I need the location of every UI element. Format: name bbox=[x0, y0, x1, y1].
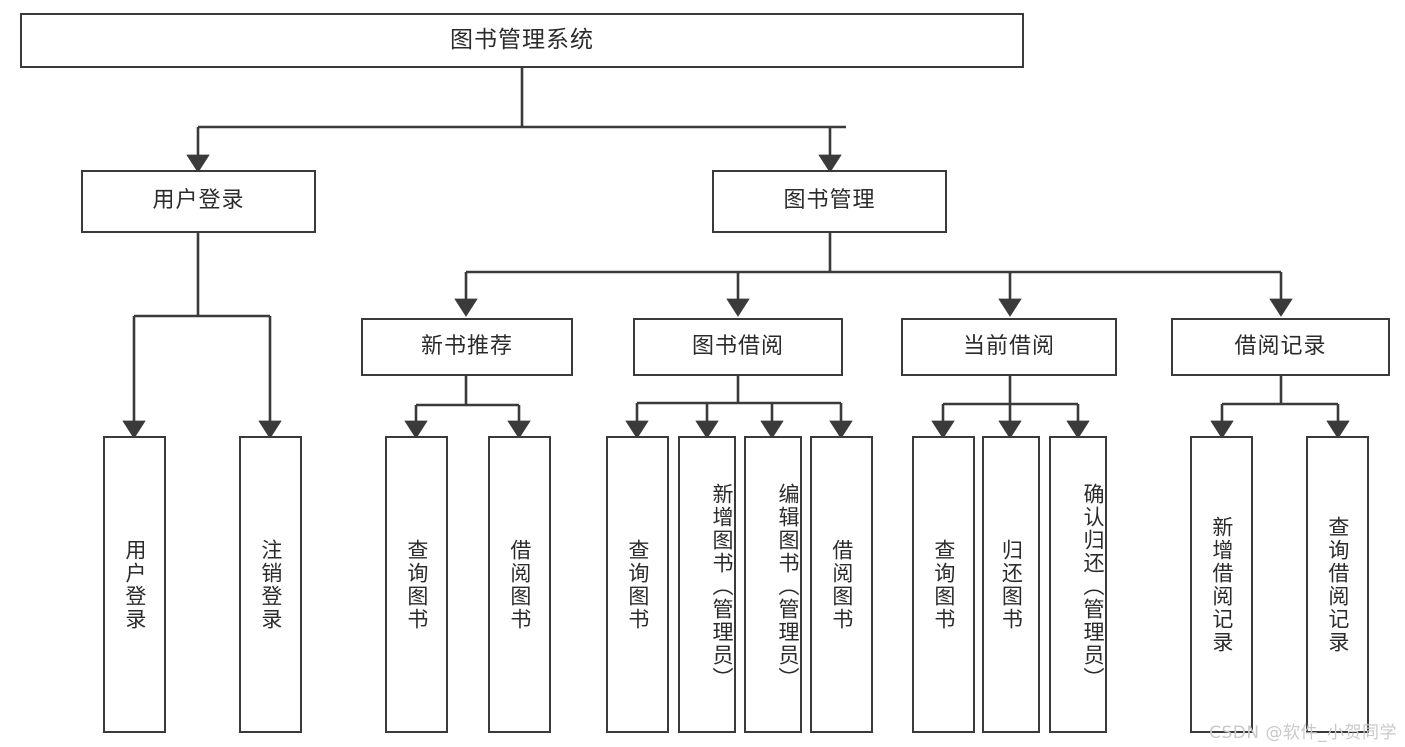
leaf-user-login-logout[interactable]: 注销登录 bbox=[239, 436, 302, 733]
leaf-book-borrow-query-book[interactable]: 查询图书 bbox=[606, 436, 669, 733]
leaf-user-login-login[interactable]: 用户登录 bbox=[103, 436, 166, 733]
node-label: 当前借阅 bbox=[962, 333, 1055, 359]
node-label: 借阅图书 bbox=[829, 538, 854, 631]
watermark-text: CSDN @软件_小贺同学 bbox=[1209, 723, 1397, 743]
node-user-login[interactable]: 用户登录 bbox=[81, 170, 316, 233]
leaf-book-borrow-add-book-admin[interactable]: 新增图书（管理员） bbox=[678, 436, 736, 733]
node-label: 查询图书 bbox=[625, 538, 650, 631]
node-label: 借阅记录 bbox=[1234, 333, 1327, 359]
leaf-current-borrow-confirm-return-admin[interactable]: 确认归还（管理员） bbox=[1049, 436, 1107, 733]
node-label: 归还图书 bbox=[999, 538, 1024, 631]
leaf-new-book-query-book[interactable]: 查询图书 bbox=[385, 436, 448, 733]
leaf-current-borrow-return-book[interactable]: 归还图书 bbox=[982, 436, 1040, 733]
node-new-book-recommend[interactable]: 新书推荐 bbox=[361, 318, 573, 376]
node-label: 图书管理系统 bbox=[450, 26, 594, 53]
node-book-management[interactable]: 图书管理 bbox=[712, 170, 947, 233]
node-label: 新增图书（管理员） bbox=[710, 483, 734, 690]
leaf-borrow-record-query-record[interactable]: 查询借阅记录 bbox=[1306, 436, 1369, 733]
leaf-book-borrow-edit-book-admin[interactable]: 编辑图书（管理员） bbox=[744, 436, 802, 733]
node-label: 图书管理 bbox=[783, 188, 876, 214]
node-label: 新增借阅记录 bbox=[1209, 515, 1234, 654]
leaf-new-book-borrow-book[interactable]: 借阅图书 bbox=[488, 436, 551, 733]
node-root-book-management-system[interactable]: 图书管理系统 bbox=[20, 13, 1024, 68]
node-label: 确认归还（管理员） bbox=[1081, 483, 1105, 690]
node-label: 注销登录 bbox=[258, 538, 283, 631]
node-label: 用户登录 bbox=[152, 188, 245, 214]
node-label: 编辑图书（管理员） bbox=[776, 483, 800, 690]
node-label: 新书推荐 bbox=[420, 333, 513, 359]
leaf-current-borrow-query-book[interactable]: 查询图书 bbox=[912, 436, 975, 733]
node-current-borrow[interactable]: 当前借阅 bbox=[901, 318, 1117, 376]
leaf-book-borrow-borrow-book[interactable]: 借阅图书 bbox=[810, 436, 873, 733]
node-book-borrow[interactable]: 图书借阅 bbox=[633, 318, 843, 376]
node-label: 查询借阅记录 bbox=[1325, 515, 1350, 654]
node-label: 查询图书 bbox=[931, 538, 956, 631]
node-label: 借阅图书 bbox=[507, 538, 532, 631]
leaf-borrow-record-add-record[interactable]: 新增借阅记录 bbox=[1190, 436, 1253, 733]
node-label: 查询图书 bbox=[404, 538, 429, 631]
node-label: 用户登录 bbox=[122, 538, 147, 631]
node-borrow-record[interactable]: 借阅记录 bbox=[1171, 318, 1390, 376]
node-label: 图书借阅 bbox=[691, 333, 784, 359]
